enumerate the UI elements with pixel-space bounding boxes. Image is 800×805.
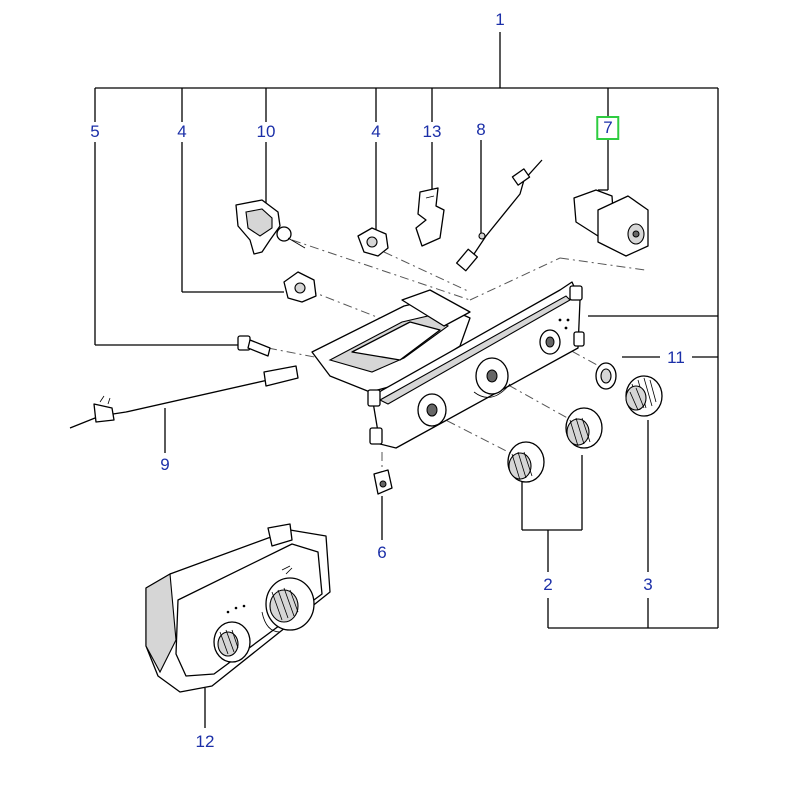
- callout-11[interactable]: 11: [667, 348, 685, 367]
- part-7-switch: [573, 189, 649, 257]
- callout-2[interactable]: 2: [543, 575, 553, 594]
- callout-8[interactable]: 8: [476, 120, 486, 139]
- part-4-clip-b: [283, 271, 317, 303]
- part-2-knob-a: [565, 407, 603, 449]
- part-6-clip-nut: [373, 469, 393, 495]
- leader-lines: [94, 32, 719, 728]
- callout-4-mid[interactable]: 4: [371, 122, 381, 141]
- callout-12[interactable]: 12: [195, 732, 215, 751]
- part-12-control-unit: [145, 523, 331, 693]
- control-panel-frame: [311, 281, 585, 449]
- part-5-screw: [237, 335, 271, 357]
- part-3-knob: [625, 375, 663, 417]
- part-11-ring: [595, 362, 617, 390]
- part-2-knob-b: [507, 441, 545, 483]
- part-10-actuator: [235, 199, 306, 255]
- callout-9[interactable]: 9: [160, 455, 170, 474]
- callout-4-left[interactable]: 4: [177, 122, 187, 141]
- callout-13[interactable]: 13: [422, 122, 442, 141]
- callout-3[interactable]: 3: [643, 575, 653, 594]
- callout-10[interactable]: 10: [256, 122, 276, 141]
- part-4-clip-a: [357, 227, 389, 257]
- part-13-bracket: [415, 187, 445, 247]
- callout-1[interactable]: 1: [495, 10, 505, 29]
- callout-7-highlighted[interactable]: 7: [596, 116, 620, 140]
- part-8-sensor: [455, 159, 543, 272]
- callout-5[interactable]: 5: [90, 122, 100, 141]
- callout-6[interactable]: 6: [377, 543, 387, 562]
- part-9-cable: [69, 365, 299, 429]
